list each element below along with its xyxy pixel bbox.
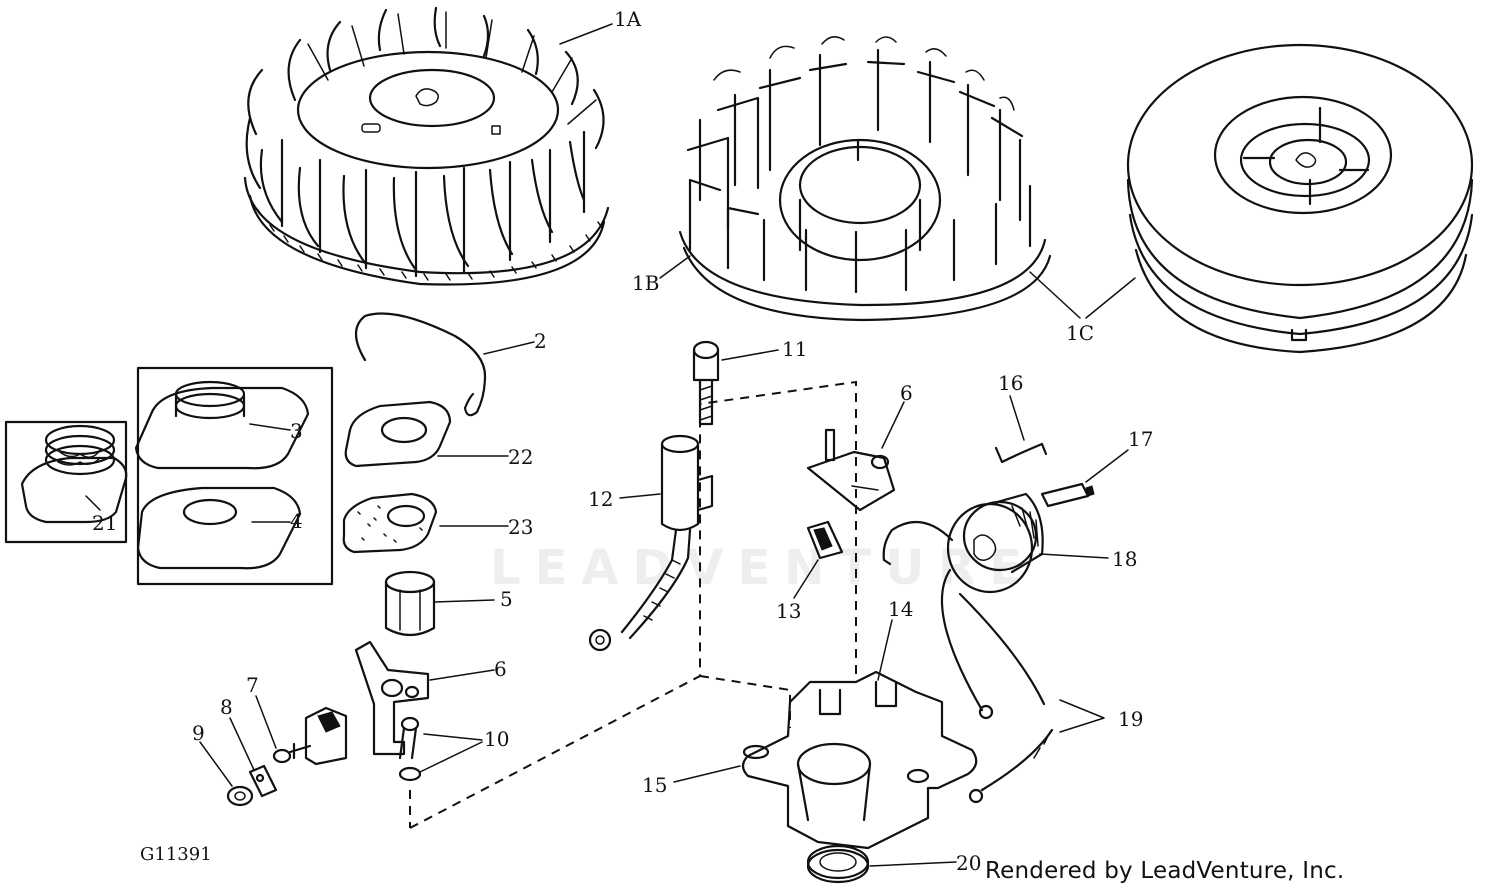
callout-8: 8 (220, 695, 233, 719)
part-21-bearing-seal (20, 424, 128, 524)
leader-17 (1085, 449, 1129, 483)
leader-11 (721, 349, 779, 361)
part-5-bushing (384, 570, 436, 637)
part-22-gasket (344, 400, 452, 468)
kit-box-21 (4, 420, 128, 544)
callout-16: 16 (998, 371, 1023, 395)
callout-11: 11 (782, 337, 807, 361)
leader-1a (559, 23, 613, 45)
part-11-screw (692, 340, 720, 426)
leader-2 (483, 341, 535, 355)
callout-20: 20 (956, 851, 981, 875)
callout-7: 7 (246, 673, 259, 697)
assembly-dashed-line-2 (699, 675, 791, 728)
part-1c-flywheel-disk (1126, 43, 1474, 354)
callout-23: 23 (508, 515, 533, 539)
callout-10: 10 (484, 727, 509, 751)
callout-22: 22 (508, 445, 533, 469)
callout-1c: 1C (1066, 321, 1094, 345)
part-10-screw-washer (398, 716, 422, 782)
leader-1c (1029, 271, 1136, 319)
callout-17: 17 (1128, 427, 1153, 451)
part-6-bracket-upper (806, 428, 896, 512)
callout-5: 5 (500, 587, 513, 611)
figure-id: G11391 (140, 844, 212, 865)
callout-9: 9 (192, 721, 205, 745)
part-1a-flywheel (243, 6, 610, 286)
part-8-lock-washer (248, 764, 278, 798)
callout-15: 15 (642, 773, 667, 797)
leader-21 (85, 495, 101, 511)
part-2-wire-clip (354, 312, 487, 417)
render-credit: Rendered by LeadVenture, Inc. (985, 858, 1345, 884)
callout-13: 13 (776, 599, 801, 623)
part-19-wires (958, 592, 1054, 804)
leader-3 (249, 423, 291, 431)
leader-6a (881, 401, 905, 449)
part-9-nut (226, 785, 254, 807)
leader-7-8-9 (199, 695, 277, 787)
callout-6-lower: 6 (494, 657, 507, 681)
callout-labels: 1A 1B 1C 2 3 4 5 6 6 7 8 9 10 11 12 13 1… (92, 7, 1153, 875)
callout-21: 21 (92, 511, 117, 535)
callout-3: 3 (290, 419, 303, 443)
callout-2: 2 (534, 329, 547, 353)
leader-16 (1009, 395, 1025, 441)
part-16-spring (994, 442, 1048, 464)
callout-18: 18 (1112, 547, 1137, 571)
leader-18 (1039, 553, 1109, 559)
leader-12 (619, 493, 661, 499)
part-23-gasket-spotted (342, 492, 438, 554)
callout-19: 19 (1118, 707, 1143, 731)
part-3-plate-collar (134, 380, 310, 470)
leader-14 (877, 619, 893, 681)
part-7-washer (272, 748, 292, 764)
part-17-key (1040, 482, 1095, 508)
part-18-coil (882, 492, 1044, 720)
leader-10 (419, 733, 483, 773)
part-6-bracket-lower (354, 640, 430, 756)
part-12-condenser (588, 434, 714, 652)
callout-1b: 1B (632, 271, 659, 295)
leader-6b (429, 669, 495, 681)
part-13-block (806, 520, 844, 560)
leader-20 (869, 861, 957, 867)
part-20-washer (806, 844, 870, 884)
part-4-plate (136, 486, 302, 570)
part-14-15-breaker-housing (741, 670, 978, 850)
callout-12: 12 (588, 487, 613, 511)
leader-15 (673, 765, 741, 783)
callout-4: 4 (290, 509, 303, 533)
leader-19 (1059, 699, 1105, 733)
leader-5 (433, 599, 495, 603)
kit-box-3-4 (136, 366, 334, 586)
leader-13 (793, 559, 819, 599)
callout-14: 14 (888, 597, 913, 621)
leader-1b (659, 255, 691, 279)
callout-6-upper: 6 (900, 381, 913, 405)
part-breaker-point (288, 706, 348, 766)
callout-1a: 1A (614, 7, 642, 31)
part-1b-fan (678, 36, 1052, 322)
